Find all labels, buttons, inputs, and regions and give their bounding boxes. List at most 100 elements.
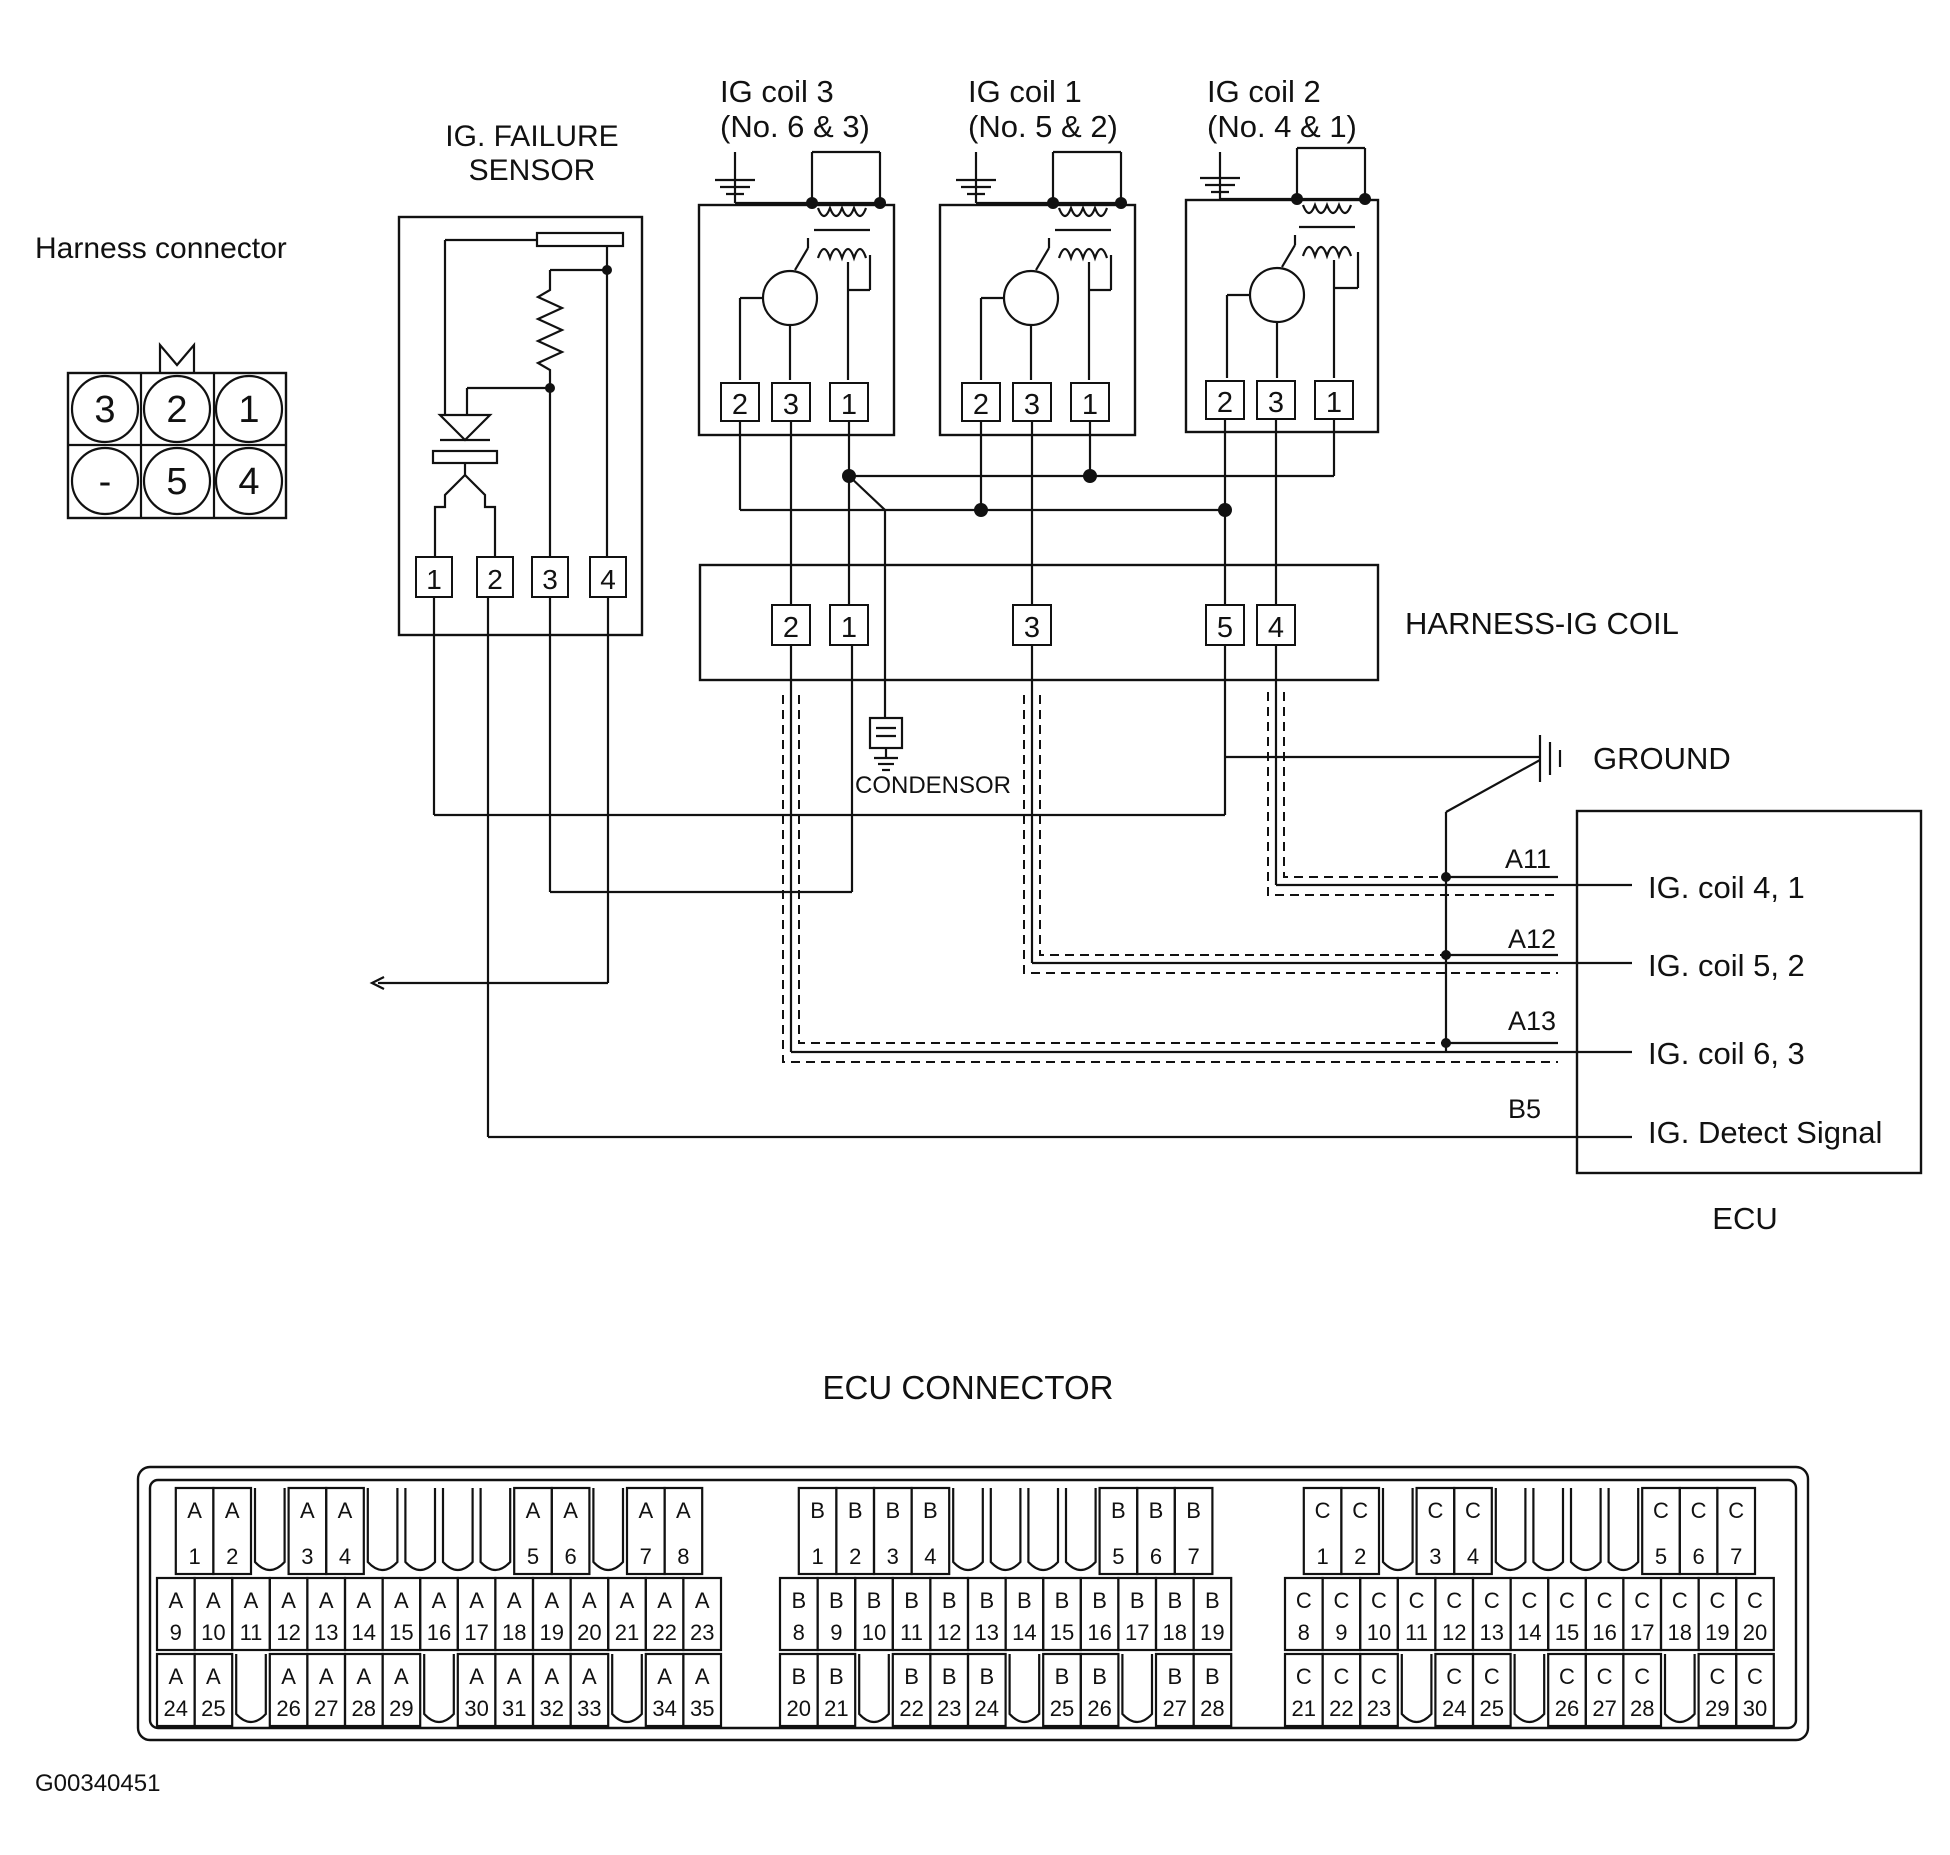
ecu-cavity-bank: A xyxy=(507,1588,522,1613)
harness-ig-coil: 2 1 3 5 4 xyxy=(698,563,1380,682)
ecu-cavity-number: 7 xyxy=(1730,1544,1742,1569)
ecu-cavity-number: 4 xyxy=(339,1544,351,1569)
ecu-cavity-bank: C xyxy=(1465,1498,1481,1523)
ecu-cavity-number: 10 xyxy=(1367,1620,1391,1645)
ecu-cavity-number: 5 xyxy=(527,1544,539,1569)
ig-failure-sensor-label: SENSOR xyxy=(469,154,596,187)
ecu-cavity-bank: A xyxy=(300,1498,315,1523)
ecu-cavity-number: 12 xyxy=(1442,1620,1466,1645)
harness-ig-coil-label: HARNESS-IG COIL xyxy=(1405,606,1679,641)
ecu-cavity-empty xyxy=(611,1654,643,1724)
ecu-cavity-bank: B xyxy=(1055,1588,1070,1613)
ecu-cavity-number: 2 xyxy=(849,1544,861,1569)
ecu-cavity-number: 15 xyxy=(1555,1620,1579,1645)
ecu-cavity xyxy=(1735,1576,1775,1652)
ecu-cavity xyxy=(1716,1486,1757,1576)
ig-coil-3: 2 3 1 xyxy=(697,150,896,437)
ecu-cavity-empty xyxy=(1494,1488,1527,1572)
ecu-label: ECU xyxy=(1712,1201,1777,1236)
ecu-cavity-bank: C xyxy=(1371,1588,1387,1613)
ecu-cavity-number: 8 xyxy=(1298,1620,1310,1645)
ecu-cavity-bank: C xyxy=(1559,1664,1575,1689)
ecu-cavity-bank: A xyxy=(582,1664,597,1689)
ecu-cavity-bank: C xyxy=(1709,1588,1725,1613)
harness-pin: 2 xyxy=(166,389,187,431)
ecu-cavity-bank: A xyxy=(338,1498,353,1523)
ecu-cavity-bank: B xyxy=(904,1664,919,1689)
ecu-cavity xyxy=(816,1652,857,1728)
ecu-cavity-empty xyxy=(253,1488,286,1572)
ecu-cavity-bank: C xyxy=(1747,1588,1763,1613)
figure-code: G00340451 xyxy=(35,1770,160,1797)
ig-coil-1: 2 3 1 xyxy=(938,150,1137,437)
ecu-cavity-number: 11 xyxy=(900,1620,923,1645)
harness-pin: 3 xyxy=(94,389,115,431)
ecu-cavity-number: 19 xyxy=(1705,1620,1729,1645)
ecu-cavity-number: 20 xyxy=(1743,1620,1767,1645)
ig-coil-3-label: (No. 6 & 3) xyxy=(720,109,870,144)
ecu-cavity-bank: C xyxy=(1672,1588,1688,1613)
coil-pin: 3 xyxy=(1268,387,1284,419)
ecu-cavity xyxy=(1471,1652,1512,1728)
ecu-cavity-bank: A xyxy=(507,1664,522,1689)
ecu-cavity-number: 2 xyxy=(226,1544,238,1569)
ecu-cavity-number: 28 xyxy=(1200,1696,1224,1721)
harness-pin: 4 xyxy=(238,461,259,503)
ecu-cavity-bank: C xyxy=(1747,1664,1763,1689)
ecu-cavity-bank: B xyxy=(1092,1664,1107,1689)
ecu-cavity-bank: C xyxy=(1371,1664,1387,1689)
ig-coil-3-label: IG coil 3 xyxy=(720,74,834,109)
ecu-cavity-number: 4 xyxy=(924,1544,936,1569)
ecu-cavity-bank: A xyxy=(356,1664,371,1689)
ecu-cavity-number: 1 xyxy=(1316,1544,1328,1569)
ecu-connector-grid: A1A2A3A4A5A6A7A8A9A10A11A12A13A14A15A16A… xyxy=(155,1486,1775,1728)
ecu-cavity-number: 26 xyxy=(1087,1696,1111,1721)
harness-ig-pin: 3 xyxy=(1024,612,1040,644)
ecu-cavity-number: 3 xyxy=(301,1544,313,1569)
ecu-cavity-bank: A xyxy=(281,1664,296,1689)
ig-coil-2: 2 3 1 xyxy=(1184,146,1380,434)
ecu-cavity xyxy=(1173,1486,1214,1576)
ecu-cavity-bank: B xyxy=(979,1664,994,1689)
ig-failure-sensor: 1 2 3 4 xyxy=(397,215,644,637)
ecu-cavity-number: 10 xyxy=(201,1620,225,1645)
ecu-cavity-number: 7 xyxy=(640,1544,652,1569)
ecu-cavity-number: 6 xyxy=(1692,1544,1704,1569)
condensor xyxy=(868,716,904,772)
ecu-cavity-empty xyxy=(592,1488,625,1572)
ecu-cavity-bank: A xyxy=(394,1664,409,1689)
ecu-cavity-bank: A xyxy=(638,1498,653,1523)
harness-ig-pin: 2 xyxy=(783,612,799,644)
ecu-cavity-number: 18 xyxy=(502,1620,526,1645)
sensor-pin: 1 xyxy=(426,564,442,595)
ecu-cavity-bank: C xyxy=(1409,1588,1425,1613)
ecu-cavity-number: 25 xyxy=(1480,1696,1504,1721)
ecu-cavity-empty xyxy=(989,1488,1022,1572)
ecu-cavity-number: 13 xyxy=(1480,1620,1504,1645)
ecu-cavity-number: 21 xyxy=(615,1620,639,1645)
ecu-cavity-bank: A xyxy=(168,1664,183,1689)
ecu-cavity-number: 29 xyxy=(1705,1696,1729,1721)
ecu-cavity-number: 15 xyxy=(389,1620,413,1645)
coil-pin: 2 xyxy=(973,389,989,421)
ecu-cavity xyxy=(1192,1652,1233,1728)
ecu-cavity-number: 30 xyxy=(464,1696,488,1721)
ecu-cavity-number: 3 xyxy=(1429,1544,1441,1569)
ecu-cavity-bank: A xyxy=(544,1664,559,1689)
ecu-cavity-empty xyxy=(952,1488,984,1572)
ecu-cavity-empty xyxy=(1607,1488,1640,1572)
ecu-cavity xyxy=(682,1576,723,1652)
ecu-cavity-bank: A xyxy=(469,1588,484,1613)
ecu-cavity xyxy=(682,1652,723,1728)
ecu-cavity-bank: A xyxy=(319,1588,334,1613)
ecu-cavity-bank: A xyxy=(244,1588,259,1613)
ecu-cavity-number: 1 xyxy=(188,1544,200,1569)
ecu-cavity-empty xyxy=(404,1488,437,1572)
ecu-cavity-number: 26 xyxy=(276,1696,300,1721)
ecu-cavity-number: 6 xyxy=(1150,1544,1162,1569)
ecu-block xyxy=(1575,809,1923,1175)
ecu-cavity-empty xyxy=(1569,1488,1602,1572)
ecu-cavity-empty xyxy=(1532,1488,1565,1572)
ig-coil-2-label: (No. 4 & 1) xyxy=(1207,109,1357,144)
ecu-cavity-bank: B xyxy=(791,1664,806,1689)
